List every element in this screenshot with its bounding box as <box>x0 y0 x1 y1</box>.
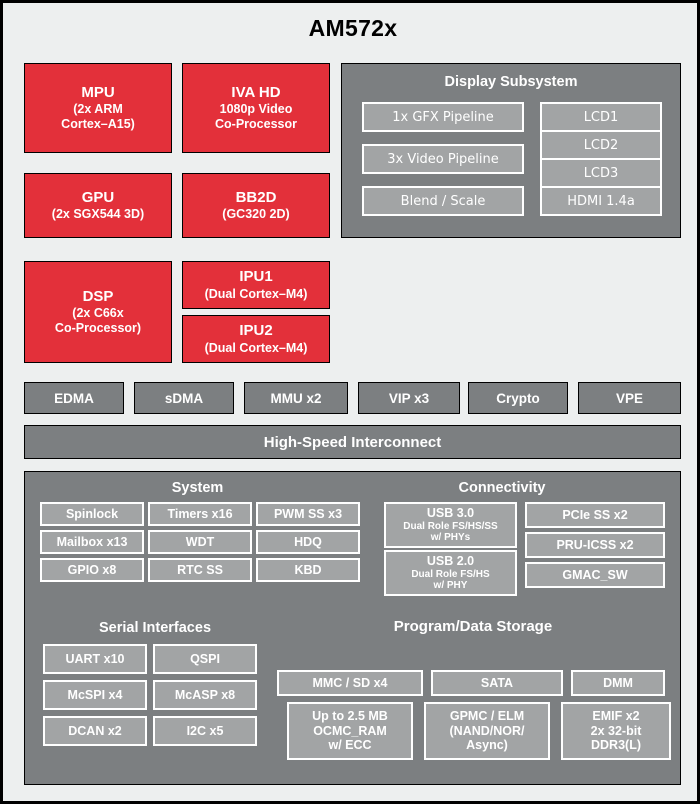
emif-line2: 2x 32-bit <box>590 723 642 738</box>
core-bb2d-line1: BB2D <box>235 188 277 206</box>
core-iva-line2: 1080p Video <box>219 101 293 116</box>
display-output-lcd2[interactable]: LCD2 <box>542 132 660 160</box>
core-dsp-line1: DSP <box>82 287 114 305</box>
high-speed-interconnect-bar[interactable]: High-Speed Interconnect <box>24 425 681 459</box>
system-chip-timers[interactable]: Timers x16 <box>148 502 252 526</box>
core-dsp-line2: (2x C66x <box>72 305 124 320</box>
core-block-iva-hd[interactable]: IVA HD 1080p Video Co-Processor <box>182 63 330 153</box>
storage-chip-sata[interactable]: SATA <box>431 670 563 696</box>
core-mpu-line1: MPU <box>81 83 115 101</box>
storage-chip-mmc-sd[interactable]: MMC / SD x4 <box>277 670 423 696</box>
gpmc-line2: (NAND/NOR/ <box>449 723 525 738</box>
serial-chip-i2c[interactable]: I2C x5 <box>153 716 257 746</box>
page-title: AM572x <box>308 15 398 41</box>
display-subsystem-panel: Display Subsystem 1x GFX Pipeline 3x Vid… <box>341 63 681 238</box>
core-block-bb2d[interactable]: BB2D (GC320 2D) <box>182 173 330 238</box>
serial-chip-mcspi[interactable]: McSPI x4 <box>43 680 147 710</box>
connectivity-chip-usb30[interactable]: USB 3.0 Dual Role FS/HS/SS w/ PHYs <box>384 502 517 548</box>
connectivity-group-title: Connectivity <box>458 480 546 496</box>
storage-group-title: Program/Data Storage <box>393 618 553 635</box>
bar-edma[interactable]: EDMA <box>24 382 124 414</box>
core-mpu-line3: Cortex–A15) <box>61 117 135 132</box>
usb30-line2: Dual Role FS/HS/SS <box>403 520 498 532</box>
display-pipeline-gfx[interactable]: 1x GFX Pipeline <box>362 102 524 132</box>
system-chip-mailbox[interactable]: Mailbox x13 <box>40 530 144 554</box>
storage-chip-gpmc-elm[interactable]: GPMC / ELM (NAND/NOR/ Async) <box>424 702 550 760</box>
system-chip-kbd[interactable]: KBD <box>256 558 360 582</box>
system-group-title: System <box>171 480 224 496</box>
usb30-line3: w/ PHYs <box>430 532 471 544</box>
core-dsp-line3: Co-Processor) <box>54 321 142 336</box>
system-chip-pwm-ss[interactable]: PWM SS x3 <box>256 502 360 526</box>
core-block-mpu[interactable]: MPU (2x ARM Cortex–A15) <box>24 63 172 153</box>
usb20-line1: USB 2.0 <box>426 553 475 568</box>
connectivity-chip-gmac-sw[interactable]: GMAC_SW <box>525 562 665 588</box>
core-bb2d-line2: (GC320 2D) <box>222 207 290 222</box>
display-output-stack: LCD1 LCD2 LCD3 HDMI 1.4a <box>540 102 662 216</box>
emif-line1: EMIF x2 <box>592 708 640 723</box>
serial-chip-qspi[interactable]: QSPI <box>153 644 257 674</box>
core-ipu1-line1: IPU1 <box>239 268 273 286</box>
core-iva-line3: Co-Processor <box>215 117 297 132</box>
ocmc-line2: OCMC_RAM <box>313 723 387 738</box>
system-chip-gpio[interactable]: GPIO x8 <box>40 558 144 582</box>
gpmc-line3: Async) <box>466 738 508 753</box>
storage-chip-dmm[interactable]: DMM <box>571 670 665 696</box>
serial-interfaces-group-title: Serial Interfaces <box>98 620 212 636</box>
system-chip-hdq[interactable]: HDQ <box>256 530 360 554</box>
ocmc-line3: w/ ECC <box>328 738 372 753</box>
connectivity-chip-pcie[interactable]: PCIe SS x2 <box>525 502 665 528</box>
core-ipu2-line1: IPU2 <box>239 322 273 340</box>
core-block-dsp[interactable]: DSP (2x C66x Co-Processor) <box>24 261 172 363</box>
ocmc-line1: Up to 2.5 MB <box>312 708 388 723</box>
bar-mmu[interactable]: MMU x2 <box>244 382 348 414</box>
core-gpu-line2: (2x SGX544 3D) <box>51 207 145 222</box>
bar-sdma[interactable]: sDMA <box>134 382 234 414</box>
system-chip-rtc-ss[interactable]: RTC SS <box>148 558 252 582</box>
usb20-line2: Dual Role FS/HS <box>411 568 490 580</box>
storage-chip-emif[interactable]: EMIF x2 2x 32-bit DDR3(L) <box>561 702 671 760</box>
emif-line3: DDR3(L) <box>591 738 641 753</box>
connectivity-chip-pru-icss[interactable]: PRU-ICSS x2 <box>525 532 665 558</box>
peripherals-panel: System Spinlock Timers x16 PWM SS x3 Mai… <box>24 471 681 785</box>
bar-vpe[interactable]: VPE <box>578 382 681 414</box>
display-pipeline-video[interactable]: 3x Video Pipeline <box>362 144 524 174</box>
display-pipeline-blend-scale[interactable]: Blend / Scale <box>362 186 524 216</box>
connectivity-chip-usb20[interactable]: USB 2.0 Dual Role FS/HS w/ PHY <box>384 550 517 596</box>
core-block-ipu2[interactable]: IPU2 (Dual Cortex–M4) <box>182 315 330 363</box>
system-chip-wdt[interactable]: WDT <box>148 530 252 554</box>
core-ipu1-line2: (Dual Cortex–M4) <box>204 286 308 301</box>
display-output-lcd3[interactable]: LCD3 <box>542 160 660 188</box>
core-gpu-line1: GPU <box>81 188 115 206</box>
display-output-lcd1[interactable]: LCD1 <box>542 104 660 132</box>
system-chip-spinlock[interactable]: Spinlock <box>40 502 144 526</box>
usb30-line1: USB 3.0 <box>426 505 475 520</box>
gpmc-line1: GPMC / ELM <box>449 708 525 723</box>
serial-chip-uart[interactable]: UART x10 <box>43 644 147 674</box>
core-block-gpu[interactable]: GPU (2x SGX544 3D) <box>24 173 172 238</box>
display-output-hdmi[interactable]: HDMI 1.4a <box>567 193 635 209</box>
usb20-line3: w/ PHY <box>433 580 468 592</box>
bar-vip[interactable]: VIP x3 <box>358 382 460 414</box>
serial-chip-dcan[interactable]: DCAN x2 <box>43 716 147 746</box>
core-iva-line1: IVA HD <box>231 83 281 101</box>
core-mpu-line2: (2x ARM <box>73 101 123 116</box>
bar-crypto[interactable]: Crypto <box>468 382 568 414</box>
display-subsystem-title: Display Subsystem <box>444 74 578 90</box>
core-ipu2-line2: (Dual Cortex–M4) <box>204 340 308 355</box>
serial-chip-mcasp[interactable]: McASP x8 <box>153 680 257 710</box>
storage-chip-ocmc-ram[interactable]: Up to 2.5 MB OCMC_RAM w/ ECC <box>287 702 413 760</box>
core-block-ipu1[interactable]: IPU1 (Dual Cortex–M4) <box>182 261 330 309</box>
